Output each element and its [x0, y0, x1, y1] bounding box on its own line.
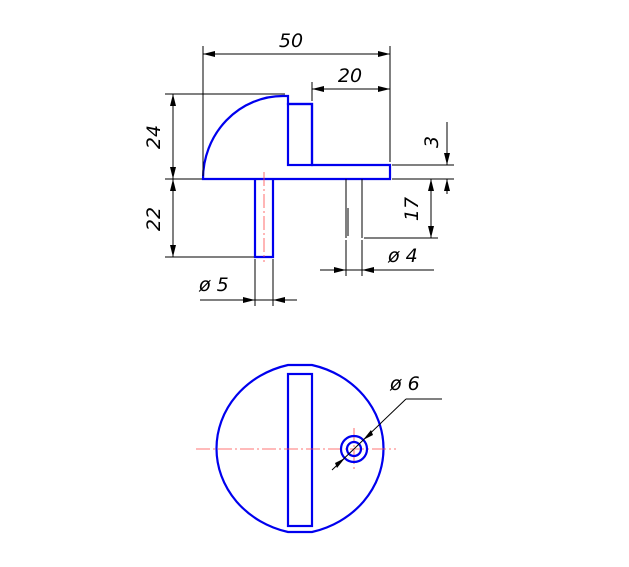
dim-24-label: 24 [143, 125, 165, 149]
dim-24-arrow-bottom [170, 167, 176, 179]
dim-22-label: 22 [143, 207, 165, 231]
front-view-hidden-pin [345, 179, 363, 238]
top-view-outline [215, 363, 385, 534]
dim-d4-arrow-left [334, 267, 346, 273]
hole-inner [345, 440, 363, 458]
dim-d4-arrow-right [362, 267, 374, 273]
dim-50-label: 50 [279, 30, 303, 52]
dim-d5-arrow-left [243, 297, 255, 303]
dim-20-arrow-left [312, 86, 324, 92]
hole-outer [339, 434, 369, 464]
front-view-tab [286, 102, 314, 167]
front-view-body-outline [201, 94, 392, 181]
top-view: ø 6 [196, 363, 442, 534]
dim-22-arrow-bottom [170, 245, 176, 257]
dim-22-arrow-top [170, 179, 176, 191]
top-view-tab [286, 372, 314, 528]
dim-24-arrow-top [170, 94, 176, 106]
front-view [201, 94, 392, 262]
dim-d4-label: ø 4 [387, 245, 418, 267]
dim-d5-arrow-right [273, 297, 285, 303]
dim-d6-label: ø 6 [389, 373, 420, 395]
dim-20-arrow-right [378, 86, 390, 92]
front-view-dimensions: 50 20 24 22 3 17 [143, 30, 454, 306]
dim-3-arrow-top [444, 153, 450, 165]
dim-17-arrow-top [428, 179, 434, 191]
dim-50-arrow-left [203, 51, 215, 57]
dim-d5-label: ø 5 [198, 274, 229, 296]
dim-50-arrow-right [378, 51, 390, 57]
dim-3-label: 3 [421, 136, 443, 148]
dim-20-label: 20 [338, 65, 362, 87]
dim-d6-arrow-upper [363, 430, 373, 440]
dim-17-label: 17 [401, 197, 423, 221]
dim-d6-arrow-lower [335, 458, 345, 468]
dim-17-arrow-bottom [428, 226, 434, 238]
